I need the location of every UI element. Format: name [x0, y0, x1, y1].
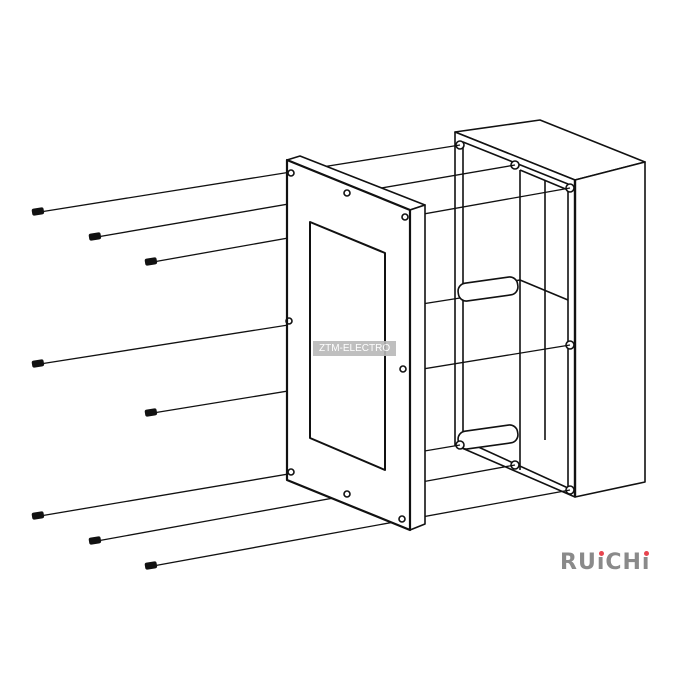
watermark: ZTM-ELECTRO: [313, 341, 397, 356]
enclosure-box: [454, 119, 646, 498]
screw-heads: [31, 207, 158, 570]
